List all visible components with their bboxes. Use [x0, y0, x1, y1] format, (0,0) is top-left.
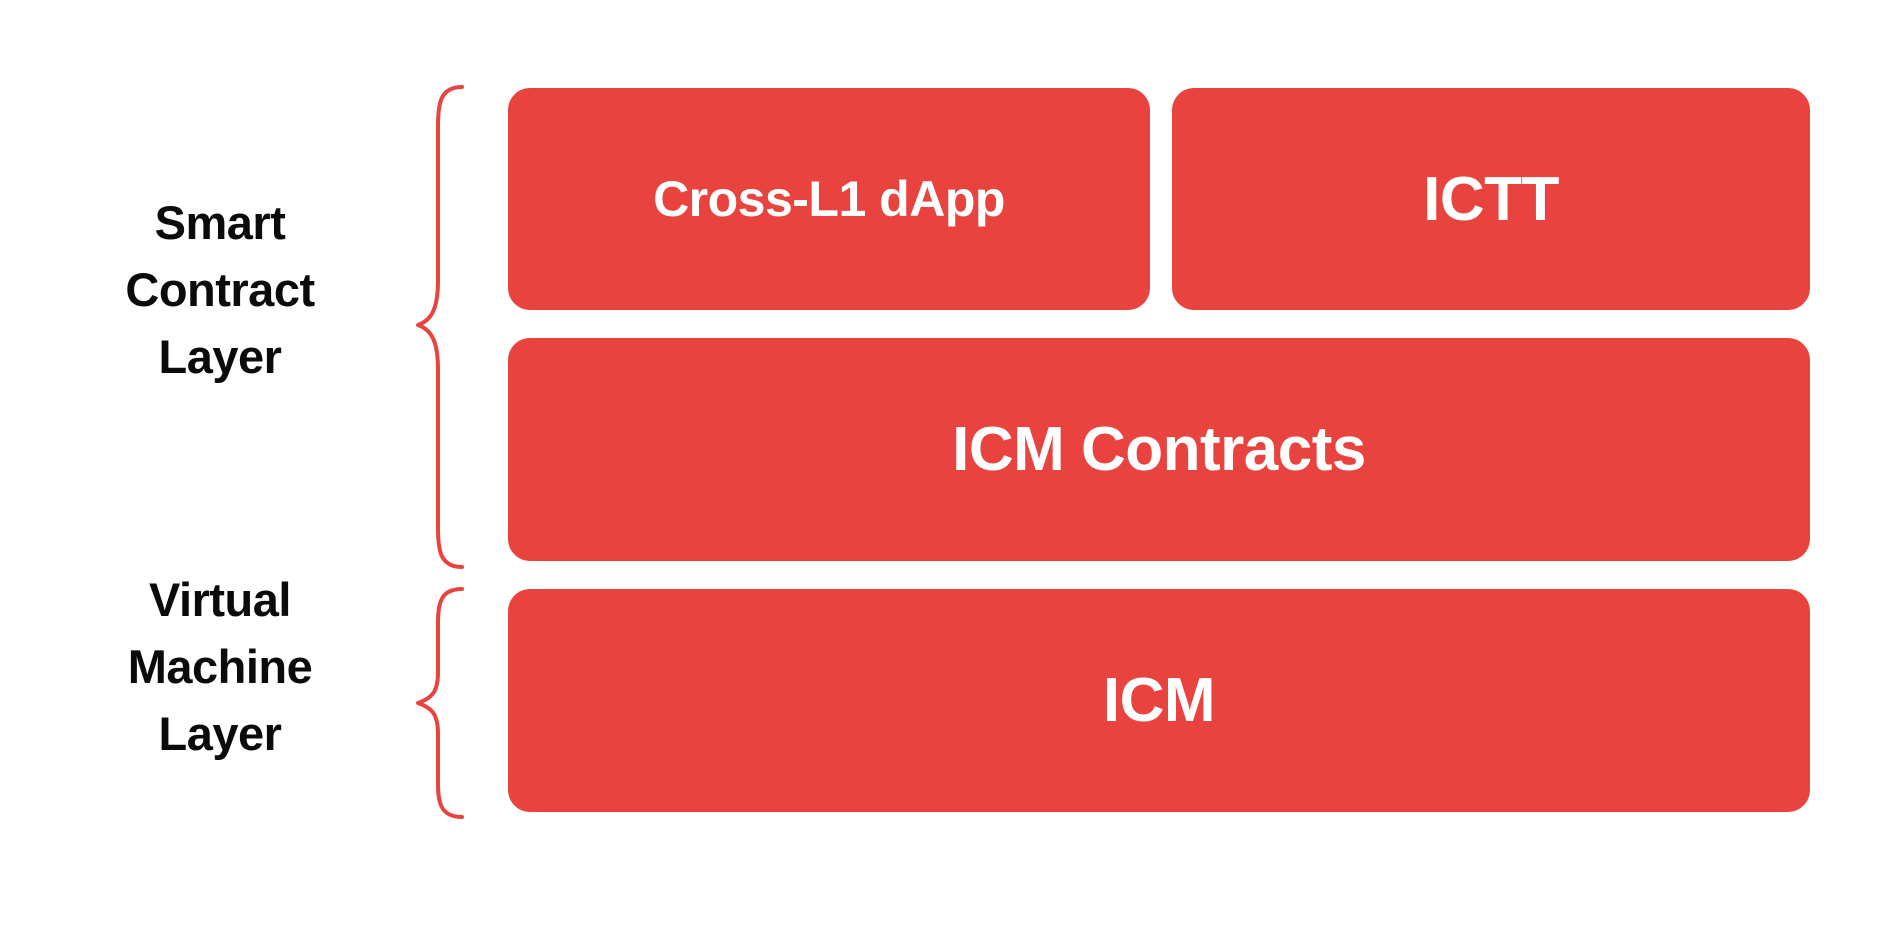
box-icm[interactable]: ICM [508, 589, 1810, 812]
layer-label-virtual-machine: Virtual Machine Layer [127, 573, 313, 760]
curly-brace-icon-smart-contract [412, 84, 468, 570]
layer-label-smart-contract: Smart Contract Layer [125, 196, 315, 383]
curly-brace-icon-virtual-machine [412, 586, 468, 820]
box-icm-contracts[interactable]: ICM Contracts [508, 338, 1810, 561]
box-cross-l1-dapp[interactable]: Cross-L1 dApp [508, 88, 1150, 310]
box-ictt[interactable]: ICTT [1172, 88, 1810, 310]
